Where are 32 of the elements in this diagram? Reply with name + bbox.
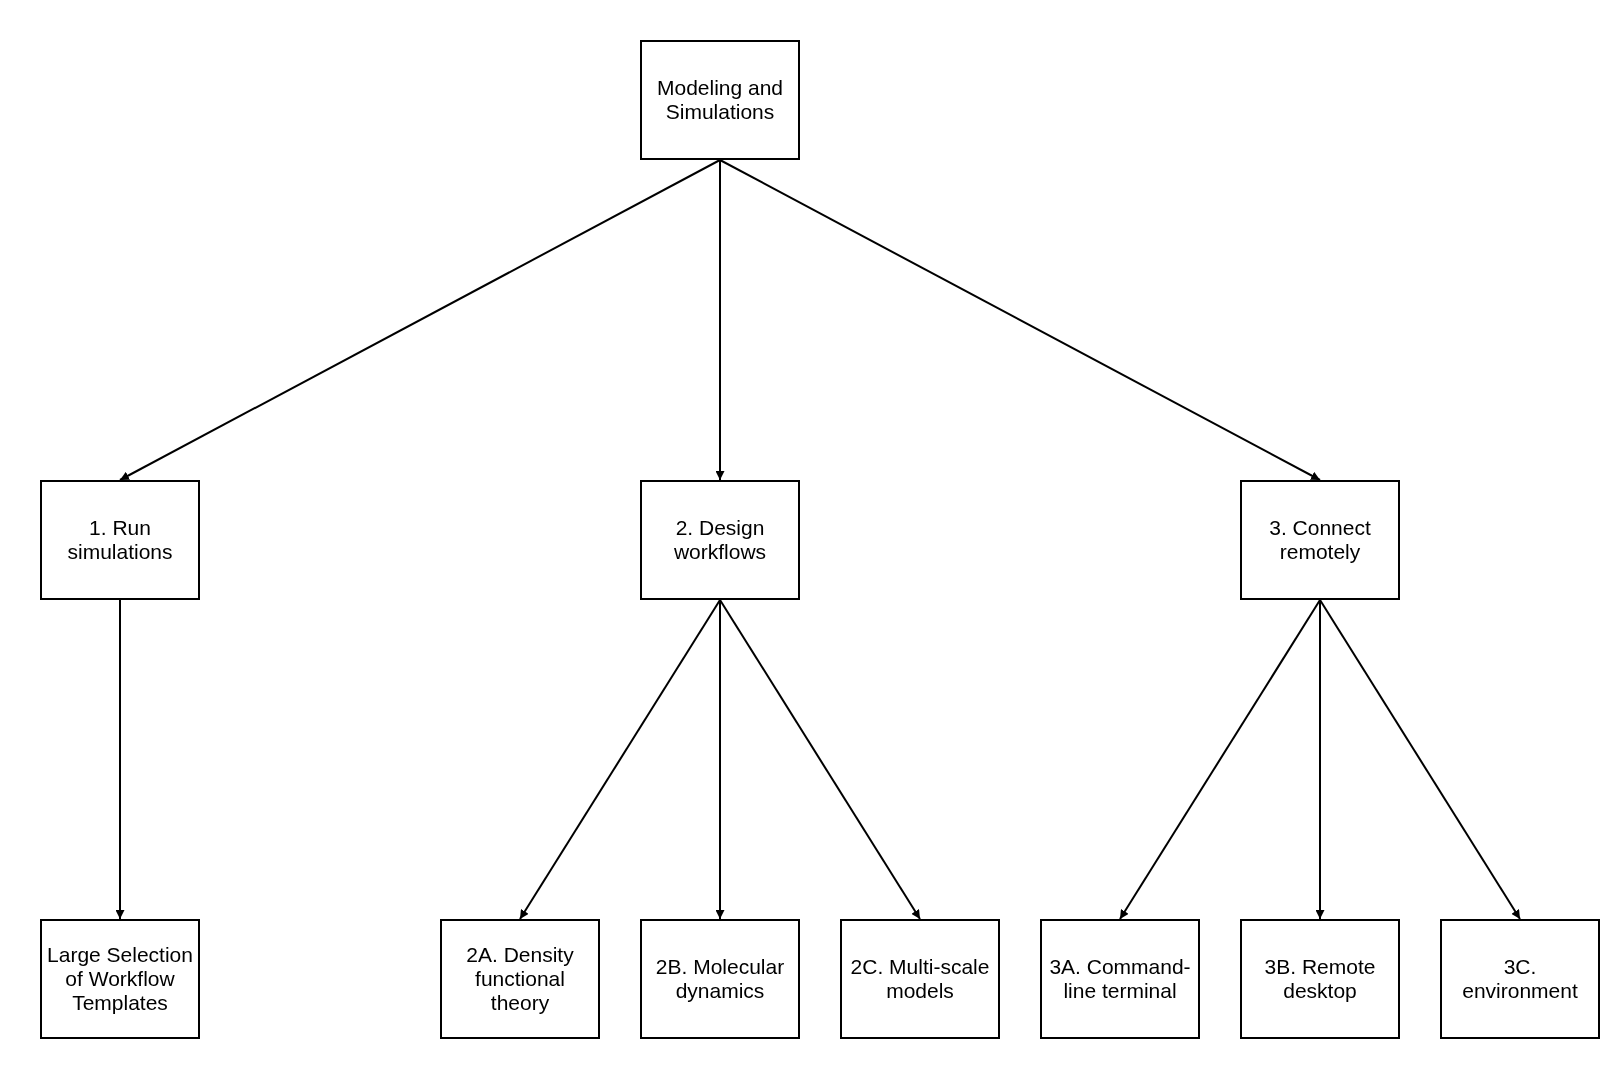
- arrow: [719, 599, 921, 920]
- process-box: [40, 480, 200, 600]
- box-label: 1. Run simulations: [66, 516, 174, 564]
- box-label: Large Selection of Workflow Templates: [46, 943, 194, 1015]
- process-box: [640, 480, 800, 600]
- box-label: 2. Design workflows: [672, 516, 768, 564]
- box-label: Modeling and Simulations: [655, 76, 785, 124]
- arrow: [119, 159, 721, 481]
- process-box: [40, 919, 200, 1039]
- arrow: [715, 599, 725, 920]
- arrow: [719, 159, 1321, 481]
- arrow: [115, 599, 125, 920]
- process-box: [640, 919, 800, 1039]
- arrow: [1319, 599, 1521, 920]
- box-label: 2A. Density functional theory: [465, 943, 575, 1015]
- process-box: [1240, 480, 1400, 600]
- process-box: [840, 919, 1000, 1039]
- process-box: [1440, 919, 1600, 1039]
- box-label: 3. Connect remotely: [1268, 516, 1372, 564]
- arrow: [519, 599, 721, 920]
- process-box: [640, 40, 800, 160]
- box-label: 2B. Molecular dynamics: [654, 955, 786, 1003]
- process-box: [440, 919, 600, 1039]
- process-box: [1240, 919, 1400, 1039]
- arrow: [715, 159, 725, 481]
- box-label: 3A. Command-line terminal: [1048, 955, 1192, 1003]
- arrow: [1119, 599, 1321, 920]
- arrow: [1315, 599, 1325, 920]
- box-label: 2C. Multi-scale models: [849, 955, 991, 1003]
- box-label: 3B. Remote desktop: [1263, 955, 1377, 1003]
- box-label: 3C. environment: [1461, 955, 1579, 1003]
- process-box: [1040, 919, 1200, 1039]
